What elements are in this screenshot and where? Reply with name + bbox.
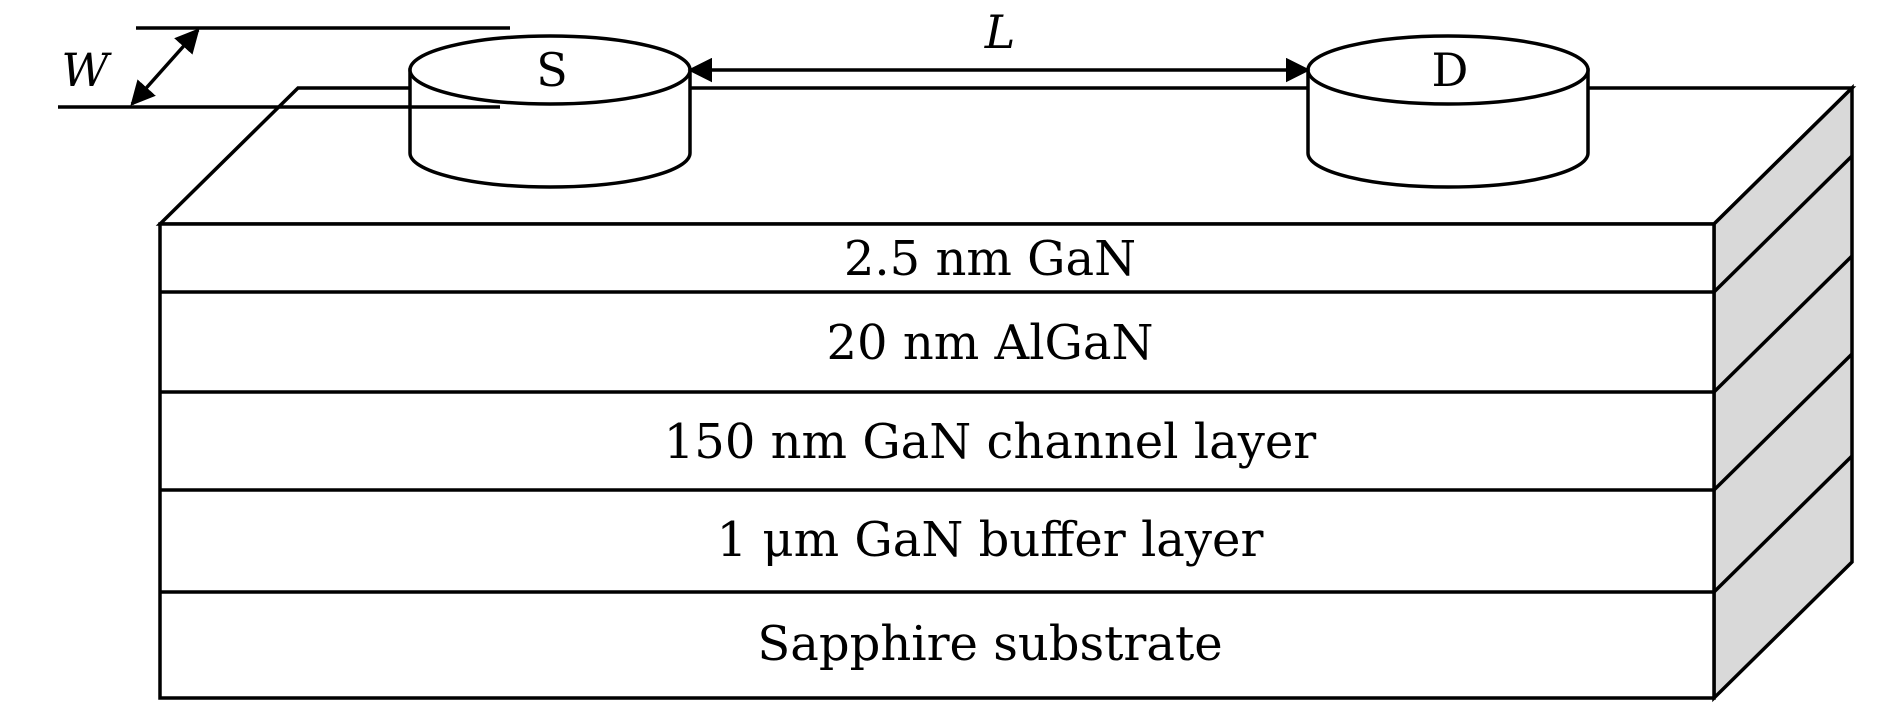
- layer-label-channel: 150 nm GaN channel layer: [664, 414, 1317, 470]
- layer-label-substrate: Sapphire substrate: [757, 616, 1222, 672]
- length-label: L: [984, 5, 1016, 59]
- layer-label-buffer: 1 μm GaN buffer layer: [717, 512, 1264, 568]
- side-divider: [1712, 254, 1854, 394]
- stack-front-face: [158, 222, 1716, 700]
- side-divider: [1712, 454, 1854, 594]
- side-divider: [1712, 154, 1854, 294]
- layer-label-cap: 2.5 nm GaN: [844, 231, 1136, 287]
- layer-label-barrier: 20 nm AlGaN: [827, 315, 1154, 371]
- source-contact: S: [408, 34, 692, 189]
- source-label: S: [536, 43, 568, 97]
- drain-contact: D: [1306, 34, 1590, 189]
- width-label: W: [61, 43, 112, 97]
- side-divider: [1712, 352, 1854, 492]
- width-arrow: [130, 28, 200, 106]
- drain-label: D: [1432, 43, 1469, 97]
